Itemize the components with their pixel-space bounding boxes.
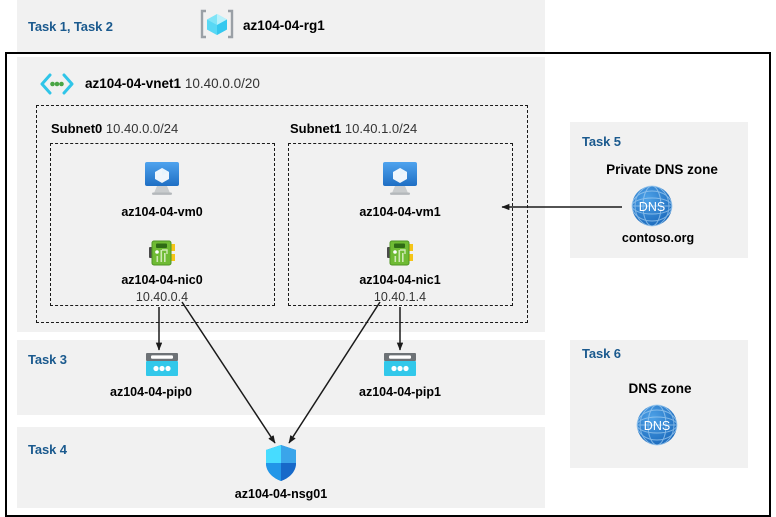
resource-group-name: az104-04-rg1 bbox=[243, 18, 325, 33]
nsg-label: az104-04-nsg01 bbox=[234, 487, 328, 501]
task-label-1-2: Task 1, Task 2 bbox=[28, 19, 113, 34]
public-ip-address-icon bbox=[383, 352, 417, 378]
private-dns-zone-name: contoso.org bbox=[621, 231, 695, 245]
subnet1-name: Subnet1 bbox=[290, 121, 342, 136]
task-label-6: Task 6 bbox=[582, 346, 621, 361]
virtual-network-panel bbox=[17, 57, 545, 332]
resource-group-panel bbox=[17, 0, 545, 52]
subnet1-cidr: 10.40.1.0/24 bbox=[344, 121, 418, 136]
svg-text:DNS: DNS bbox=[644, 419, 670, 433]
subnet0-name: Subnet0 bbox=[51, 121, 103, 136]
task-label-5: Task 5 bbox=[582, 134, 621, 149]
dns-zone-title: DNS zone bbox=[628, 381, 692, 396]
resource-group-name-title: az104-04-rg1 bbox=[243, 18, 325, 33]
virtual-network-icon bbox=[40, 73, 74, 95]
nic1-label: az104-04-nic1 bbox=[359, 273, 441, 287]
subnets-container bbox=[36, 105, 528, 323]
nic1-ip: 10.40.1.4 bbox=[373, 290, 427, 304]
private-dns-zone-title: Private DNS zone bbox=[606, 162, 718, 177]
pip0-label: az104-04-pip0 bbox=[110, 385, 192, 399]
subnet0-container bbox=[50, 143, 275, 306]
resource-group-icon bbox=[200, 9, 234, 39]
nic0-ip: 10.40.0.4 bbox=[135, 290, 189, 304]
network-security-group-icon bbox=[265, 444, 297, 482]
pip1-label: az104-04-pip1 bbox=[359, 385, 441, 399]
task3-panel bbox=[17, 340, 545, 415]
subnet0-title: Subnet0 10.40.0.0/24 bbox=[51, 121, 178, 136]
task-label-3: Task 3 bbox=[28, 352, 67, 367]
svg-text:DNS: DNS bbox=[639, 200, 665, 214]
vm0-label: az104-04-vm0 bbox=[121, 205, 203, 219]
subnet0-cidr: 10.40.0.0/24 bbox=[105, 121, 179, 136]
vm1-label: az104-04-vm1 bbox=[359, 205, 441, 219]
virtual-network-name: az104-04-vnet1 bbox=[85, 76, 182, 91]
nic0-label: az104-04-nic0 bbox=[121, 273, 203, 287]
task-label-4: Task 4 bbox=[28, 442, 67, 457]
virtual-machine-icon bbox=[142, 160, 182, 196]
dns-zone-icon: DNS bbox=[636, 404, 678, 446]
subnet1-container bbox=[288, 143, 513, 306]
network-interface-icon bbox=[385, 238, 415, 268]
virtual-network-title: az104-04-vnet1 10.40.0.0/20 bbox=[85, 76, 260, 91]
virtual-machine-icon bbox=[380, 160, 420, 196]
task6-panel bbox=[570, 340, 748, 468]
virtual-network-cidr: 10.40.0.0/20 bbox=[184, 76, 260, 91]
network-interface-icon bbox=[147, 238, 177, 268]
subnet1-title: Subnet1 10.40.1.0/24 bbox=[290, 121, 417, 136]
dns-zone-icon: DNS bbox=[631, 185, 673, 227]
public-ip-address-icon bbox=[145, 352, 179, 378]
